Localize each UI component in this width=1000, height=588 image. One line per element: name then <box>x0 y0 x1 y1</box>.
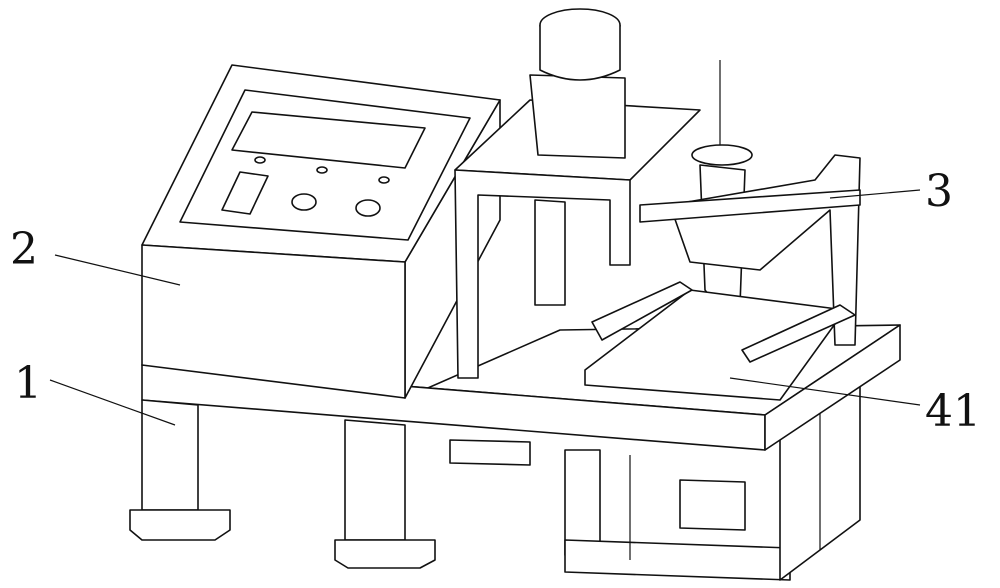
indicator-light <box>255 157 265 163</box>
label-platform: 41 <box>925 390 981 434</box>
indicator-light <box>379 177 389 183</box>
cylinder <box>680 480 745 530</box>
knob-right <box>356 200 380 216</box>
label-base: 1 <box>14 362 42 406</box>
control-box <box>142 65 500 398</box>
knob-left <box>292 194 316 210</box>
indicator-light <box>317 167 327 173</box>
label-frame: 3 <box>925 170 953 214</box>
label-control-box: 2 <box>10 228 38 272</box>
motor-housing <box>530 75 625 158</box>
